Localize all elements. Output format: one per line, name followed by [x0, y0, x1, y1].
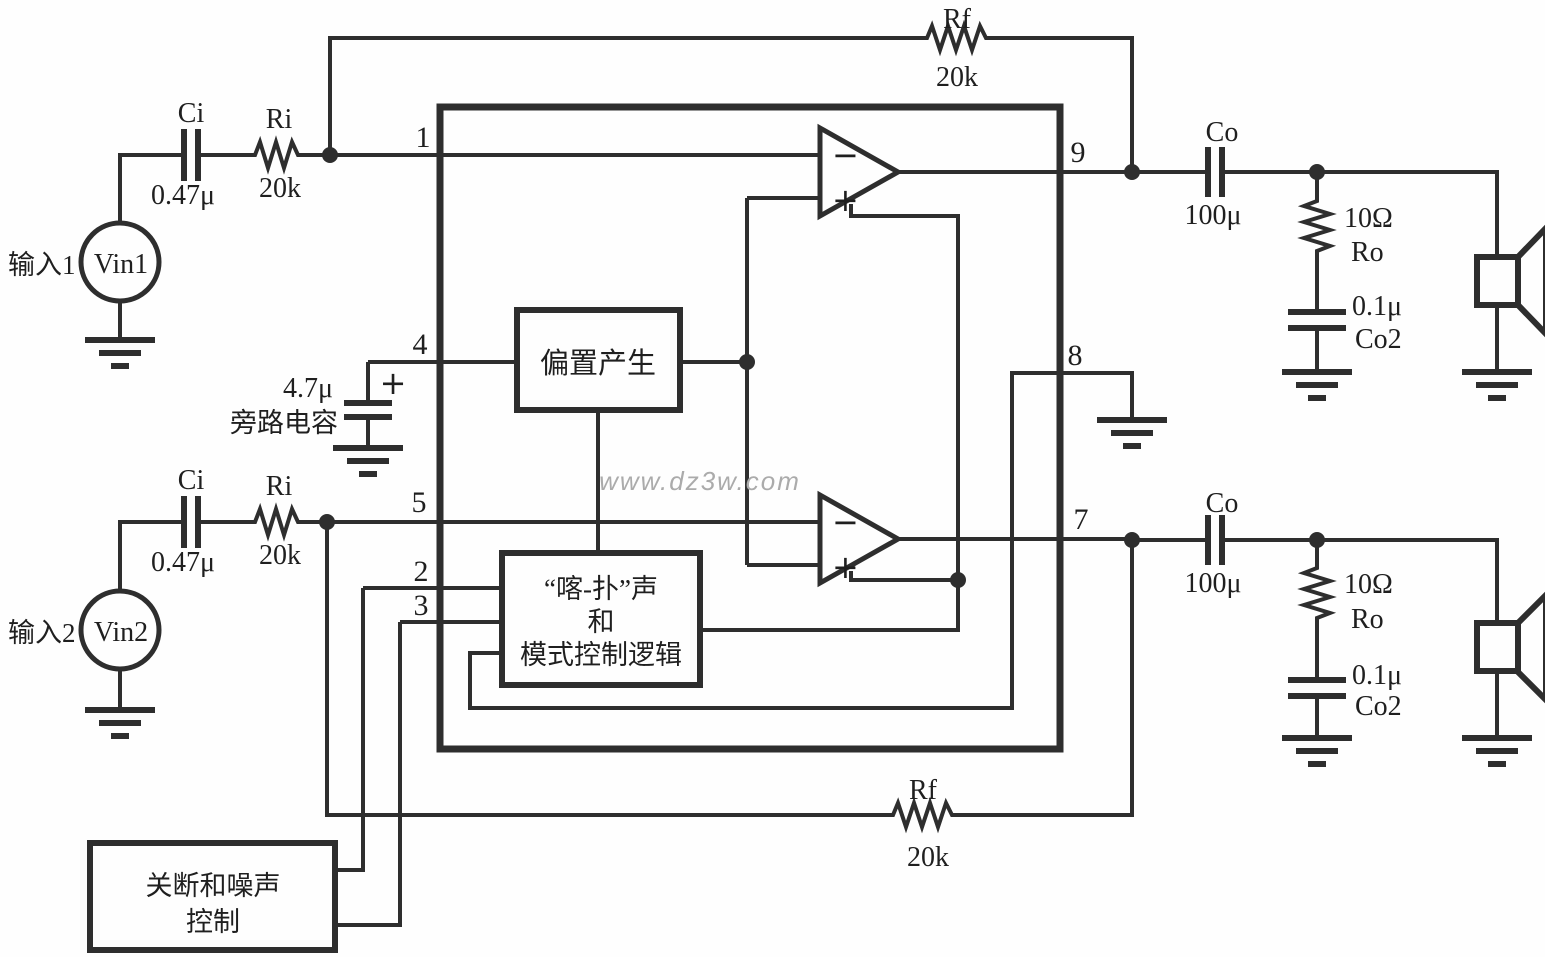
pin8-label: 8	[1068, 339, 1083, 372]
opamp2-triangle	[817, 490, 904, 588]
ground-symbol	[1462, 738, 1532, 764]
ri2-value-label: 20k	[259, 540, 301, 571]
pin4-label: 4	[413, 328, 428, 361]
input2-label: 输入2	[8, 618, 76, 648]
watermark: www.dz3w.com	[599, 466, 801, 496]
opamp2-plus-sign: +	[832, 548, 859, 586]
wire-rf-bottom-left	[325, 522, 888, 817]
mode-box-line1: “喀-扑”声	[544, 574, 658, 604]
wire-shutdown-2	[335, 622, 402, 927]
rf-bottom-value-label: 20k	[907, 842, 949, 873]
mode-box-line2: 和	[588, 607, 615, 637]
resistor-ro1	[1297, 172, 1337, 268]
pin3-label: 3	[414, 589, 429, 622]
rf-top-value-label: 20k	[936, 62, 978, 93]
rf-bottom-ref-label: Rf	[909, 775, 938, 806]
wire-src1-to-ci	[118, 153, 181, 224]
speaker1-cone-icon	[1515, 224, 1545, 338]
co2a-value-label: 0.1μ	[1352, 291, 1402, 322]
ro2-value-label: 10Ω	[1344, 569, 1393, 600]
rf-top-ref-label: Rf	[943, 4, 972, 35]
co2b-value-label: 0.1μ	[1352, 660, 1402, 691]
co2ch-ref-label: Co	[1206, 488, 1239, 519]
pin1-label: 1	[416, 121, 431, 154]
ci2-ref-label: Ci	[178, 465, 205, 496]
junction-dot	[1124, 164, 1140, 180]
shutdown-noise-box	[87, 840, 338, 953]
shutdown-box-line1: 关断和噪声	[146, 871, 281, 901]
ro1-value-label: 10Ω	[1344, 203, 1393, 234]
bypass-value-label: 4.7μ	[283, 373, 333, 404]
pin2-label: 2	[414, 555, 429, 588]
ground-symbol	[333, 448, 403, 474]
wire-pin8-path	[468, 371, 1134, 710]
wire-rf-top-right	[992, 36, 1134, 172]
opamp2-minus-sign: −	[832, 503, 859, 541]
ci1-ref-label: Ci	[178, 98, 205, 129]
wire-src2-to-ci	[118, 520, 181, 592]
co2b-ref-label: Co2	[1355, 691, 1402, 722]
resistor-ro2	[1297, 540, 1337, 635]
vin2-label: Vin2	[94, 617, 148, 648]
ic-outline	[436, 103, 1064, 753]
wire-rf-top-left	[328, 36, 922, 155]
ri1-ref-label: Ri	[266, 104, 293, 135]
ground-symbol	[1097, 420, 1167, 446]
resistor-ri1	[250, 135, 306, 175]
ro2-ref-label: Ro	[1351, 604, 1384, 635]
bias-generator-box	[514, 307, 683, 413]
junction-dot	[1124, 532, 1140, 548]
ground-symbol	[85, 710, 155, 736]
pin9-label: 9	[1071, 136, 1086, 169]
ri1-value-label: 20k	[259, 173, 301, 204]
opamp1-plus-sign: +	[832, 181, 859, 219]
speaker2-cone-icon	[1515, 591, 1545, 704]
wire-shutdown-1	[335, 588, 365, 872]
ci2-value-label: 0.47μ	[151, 547, 215, 578]
pin5-label: 5	[412, 486, 427, 519]
ci1-value-label: 0.47μ	[151, 180, 215, 211]
co2ch-value-label: 100μ	[1184, 568, 1241, 599]
co1-value-label: 100μ	[1184, 200, 1241, 231]
wire-node1-to-speaker	[1317, 170, 1499, 257]
pin7-label: 7	[1074, 503, 1089, 536]
speaker1-icon	[1474, 254, 1521, 308]
ground-symbol	[1282, 738, 1352, 764]
resistor-rf-bottom	[888, 796, 958, 834]
mode-control-box	[499, 550, 703, 688]
speaker2-icon	[1474, 620, 1521, 674]
wire-opamp2-feedback	[849, 571, 958, 582]
source-vin1-circle	[78, 220, 162, 304]
shutdown-box-line2: 控制	[186, 907, 240, 937]
wire-opamp1-feedback	[849, 204, 960, 580]
resistor-rf-top	[922, 19, 992, 57]
bypass-name-label: 旁路电容	[230, 408, 338, 438]
source-vin2-circle	[78, 588, 162, 672]
ground-symbol	[1282, 372, 1352, 398]
ri2-ref-label: Ri	[266, 471, 293, 502]
opamp1-minus-sign: −	[832, 136, 859, 174]
junction-dot	[739, 354, 755, 370]
co2a-ref-label: Co2	[1355, 324, 1402, 355]
wire-rf-bottom-right	[958, 540, 1134, 817]
bias-box-label: 偏置产生	[540, 347, 656, 380]
ground-symbol	[1462, 372, 1532, 398]
ro1-ref-label: Ro	[1351, 237, 1384, 268]
co1-ref-label: Co	[1206, 117, 1239, 148]
ground-symbol	[85, 340, 155, 366]
wire-modelogic-right	[700, 580, 960, 632]
mode-box-line3: 模式控制逻辑	[520, 640, 682, 670]
input1-label: 输入1	[8, 250, 76, 280]
wire-node2-to-speaker	[1317, 538, 1499, 623]
bypass-plus-sign: +	[380, 364, 407, 402]
opamp1-triangle	[817, 123, 904, 221]
resistor-ri2	[250, 502, 306, 542]
vin1-label: Vin1	[94, 249, 148, 280]
